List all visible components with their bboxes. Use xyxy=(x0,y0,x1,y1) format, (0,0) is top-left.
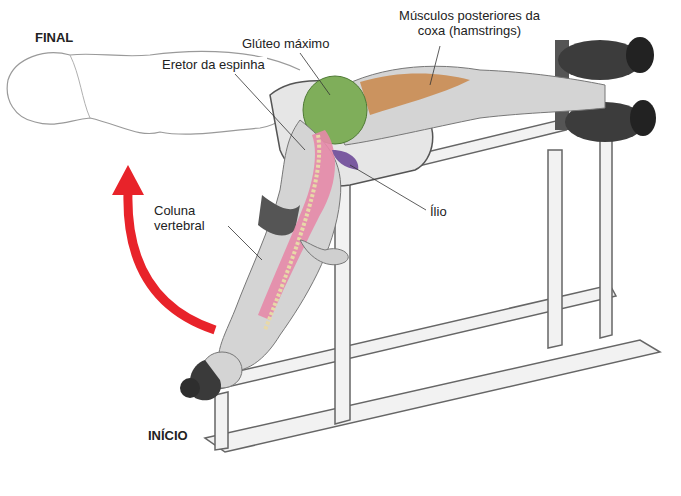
part-label: Eretor da espinha xyxy=(160,57,267,72)
arms xyxy=(300,240,348,265)
leader-lines xyxy=(228,46,440,260)
bench-frame xyxy=(200,120,660,452)
part-label: INÍCIO xyxy=(146,428,190,443)
spine xyxy=(265,135,319,330)
ilium xyxy=(332,150,358,170)
final-outline xyxy=(7,51,300,134)
torso xyxy=(219,120,341,371)
part-label: Glúteo máximo xyxy=(240,36,331,51)
motion-arrowhead xyxy=(112,165,144,195)
final-outline-arm xyxy=(70,55,90,118)
part-label: Ílio xyxy=(428,204,449,219)
hamstrings xyxy=(360,74,470,116)
top xyxy=(258,195,300,235)
part-label: FINAL xyxy=(33,30,75,45)
hair-bun xyxy=(180,378,200,398)
part-label: Músculos posteriores da coxa (hamstrings… xyxy=(385,8,554,38)
part-label: Coluna vertebral xyxy=(152,203,228,233)
erector-spinae xyxy=(258,130,335,320)
